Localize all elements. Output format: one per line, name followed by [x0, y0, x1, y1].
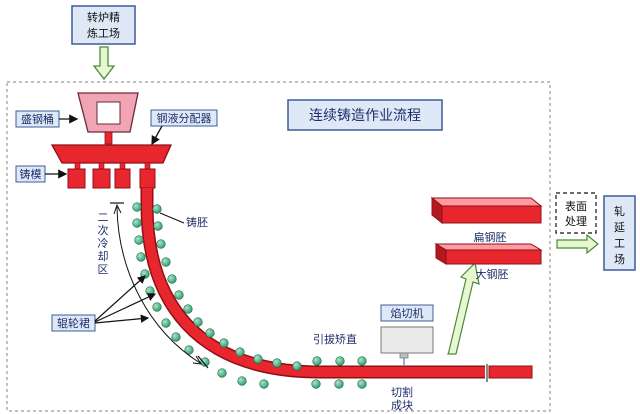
support-rollers: [132, 202, 367, 389]
svg-text:冷: 冷: [98, 237, 109, 250]
svg-text:大钢胚: 大钢胚: [476, 267, 509, 281]
svg-text:辊轮裙: 辊轮裙: [57, 316, 90, 330]
svg-text:扁钢胚: 扁钢胚: [474, 231, 507, 244]
svg-text:铸模: 铸模: [20, 167, 42, 181]
tundish: [50, 144, 173, 170]
roller: [156, 239, 166, 249]
svg-text:区: 区: [98, 263, 109, 276]
roller: [183, 304, 193, 314]
roller: [174, 290, 184, 300]
roller: [161, 318, 171, 328]
roller: [134, 235, 144, 245]
svg-text:处理: 处理: [565, 215, 587, 228]
roller: [167, 274, 177, 284]
roller: [132, 202, 142, 212]
roller: [217, 368, 227, 378]
surface-treatment-box: 表面 处理: [555, 192, 597, 234]
roller: [193, 317, 203, 327]
roller: [253, 354, 263, 364]
diagram-title: 连续铸造作业流程: [309, 107, 421, 124]
roller: [152, 204, 162, 214]
roller: [235, 347, 245, 357]
roller: [312, 356, 322, 366]
product-arrow: [447, 261, 480, 355]
svg-text:表面: 表面: [565, 199, 587, 213]
roller: [311, 379, 321, 389]
roller: [145, 286, 155, 296]
tundish-label: 钢液分配器: [150, 109, 218, 146]
roller: [153, 221, 163, 231]
roller: [184, 345, 194, 355]
process-frame: [6, 81, 551, 412]
torch-cutter: 焰切机: [380, 304, 434, 365]
feed-arrow: [92, 46, 116, 81]
source-line-1: 转炉精: [87, 10, 120, 24]
svg-text:场: 场: [614, 252, 625, 266]
svg-text:焰切机: 焰切机: [391, 306, 424, 320]
rolling-plant-box: 轧 延 工 场: [603, 195, 636, 271]
svg-text:却: 却: [98, 250, 109, 263]
roller: [171, 332, 181, 342]
source-box: 转炉精 炼工场: [71, 5, 136, 45]
roller: [357, 356, 367, 366]
svg-text:引拔矫直: 引拔矫直: [313, 332, 357, 346]
svg-text:钢液分配器: 钢液分配器: [157, 111, 212, 125]
roller: [272, 358, 282, 368]
roller: [335, 356, 345, 366]
svg-text:成块: 成块: [391, 399, 413, 412]
mold-label: 铸模: [15, 165, 68, 183]
roller: [334, 379, 344, 389]
roller: [140, 269, 150, 279]
cut-block: [488, 365, 533, 379]
roller: [200, 357, 210, 367]
roller: [292, 361, 302, 371]
svg-text:轧: 轧: [614, 204, 625, 218]
cooling-zone-label: 二 次 冷 却 区: [98, 211, 109, 276]
roller: [132, 218, 142, 228]
bloom-product: 大钢胚: [434, 243, 543, 281]
source-line-2: 炼工场: [87, 26, 120, 40]
molds: [67, 168, 156, 189]
roller: [259, 379, 269, 389]
roller: [161, 257, 171, 267]
roller: [152, 302, 162, 312]
ladle-label: 盛钢桶: [15, 110, 79, 128]
roller: [237, 376, 247, 386]
roller: [219, 338, 229, 348]
cut-label: 切割 成块: [391, 364, 488, 412]
svg-text:盛钢桶: 盛钢桶: [21, 112, 54, 126]
to-rolling-arrow: [556, 233, 599, 255]
withdrawal-label: 引拔矫直: [313, 332, 357, 346]
cooling-zone-bracket: [110, 202, 209, 369]
svg-text:切割: 切割: [391, 385, 413, 399]
roller: [205, 328, 215, 338]
slab-product: 扁钢胚: [430, 196, 543, 244]
roller: [136, 252, 146, 262]
strand-label: 铸胚: [159, 212, 208, 229]
svg-text:二: 二: [98, 211, 109, 224]
svg-text:铸胚: 铸胚: [186, 215, 208, 229]
roller: [357, 379, 367, 389]
svg-text:工: 工: [614, 237, 625, 250]
ladle: [77, 92, 139, 145]
title-box: 连续铸造作业流程: [287, 99, 443, 131]
roller-label: 辊轮裙: [51, 275, 157, 332]
svg-text:延: 延: [614, 221, 625, 234]
svg-text:次: 次: [98, 223, 109, 237]
